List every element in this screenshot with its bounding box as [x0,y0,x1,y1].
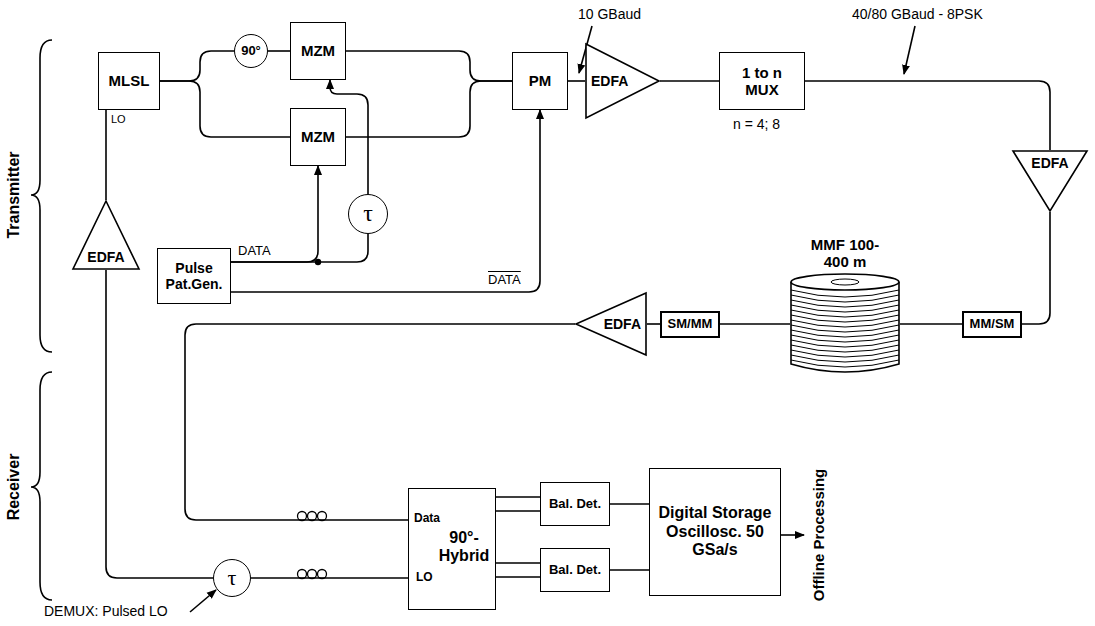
section-label: Receiver [5,454,23,521]
mode-converter-box: SM/MM [660,311,720,338]
amplifier-triangle: EDFA [585,43,660,119]
signal-name: DATA [488,272,521,287]
generator-box: Pulse Pat.Gen. [157,248,231,304]
node-text: Digital Storage Oscillosc. 50 GSa/s [654,504,776,559]
amplifier-triangle: EDFA [1012,150,1088,212]
laser-box: MLSL [98,52,160,110]
connector-line [1022,212,1050,324]
connector-line [610,569,649,571]
baud-pointer [904,26,915,74]
node-text: LO [416,571,433,585]
connector-line [346,51,512,81]
connector-line [346,81,512,137]
connector-line [160,81,290,137]
rate-label: 10 GBaud [578,6,641,22]
node-text: MMF 100-400 m [800,236,890,271]
connector-line [900,323,962,325]
node-text: 1 to n MUX [724,64,800,99]
multiplexer-box: 1 to n MUX [719,52,805,110]
connector-line [231,110,540,292]
receiver-bracket [31,372,52,600]
node-text: EDFA [87,249,124,265]
connector-line [268,50,290,52]
connector-line [160,51,234,81]
phase-shifter-circle: 90° [234,34,268,68]
node-text: Bal. Det. [549,563,601,578]
tunable-delay-arrow [190,590,216,612]
section-label: Transmitter [5,151,23,238]
node-text: SM/MM [668,317,713,332]
connector-line [231,234,368,262]
note-label: DEMUX: Pulsed LO [44,603,168,619]
node-text: Data [414,512,440,526]
node-text: MM/SM [970,317,1015,332]
connector-line [105,110,107,200]
modulator-box: MZM [290,108,346,166]
node-text: τ [228,565,237,590]
node-text: PM [529,72,552,89]
node-text: Pulse Pat.Gen. [162,260,226,292]
connector-line [496,497,540,511]
port-label: LO [111,113,126,125]
modulator-box: MZM [290,22,346,80]
fiber-spool: MMF 100-400 m [790,236,900,376]
detector-box: Bal. Det. [540,548,610,592]
node-text: τ [363,200,373,228]
hybrid-box: Data 90°- HybridLO [408,488,496,610]
connector-line [106,270,213,578]
note-label: n = 4; 8 [733,116,780,132]
connector-line [251,577,408,579]
node-text: 90° [241,44,261,59]
connector-line [610,503,649,505]
connector-line [568,80,585,82]
output-arrow [780,534,804,536]
rate-label: 40/80 GBaud - 8PSK [852,6,983,22]
connector-line [805,81,1050,150]
delay-circle: τ [348,194,388,234]
signal-name: DATA [238,243,271,258]
node-text: EDFA [591,73,628,89]
polarization-controller [298,512,327,579]
node-text: MZM [301,128,335,145]
detector-box: Bal. Det. [540,482,610,526]
modulator-box: PM [512,52,568,110]
transmitter-bracket [31,40,52,352]
mode-converter-box: MM/SM [962,311,1022,338]
output-label: Offline Processing [810,469,827,602]
connector-line [647,323,660,325]
connector-line [720,323,790,325]
node-text: MLSL [109,72,150,89]
connector-line [231,166,318,262]
oscilloscope-box: Digital Storage Oscillosc. 50 GSa/s [649,468,781,596]
delay-circle: τ [213,559,251,597]
connector-line [496,563,540,577]
amplifier-triangle: EDFA [72,200,140,270]
connector-line [185,324,575,520]
node-text: EDFA [604,316,641,332]
node-text: MZM [301,42,335,59]
amplifier-triangle: EDFA [575,292,647,356]
node-text: Bal. Det. [549,497,601,512]
node-text: EDFA [1031,155,1068,171]
node-text: 90°- Hybrid [436,529,492,566]
connector-line [660,80,719,82]
